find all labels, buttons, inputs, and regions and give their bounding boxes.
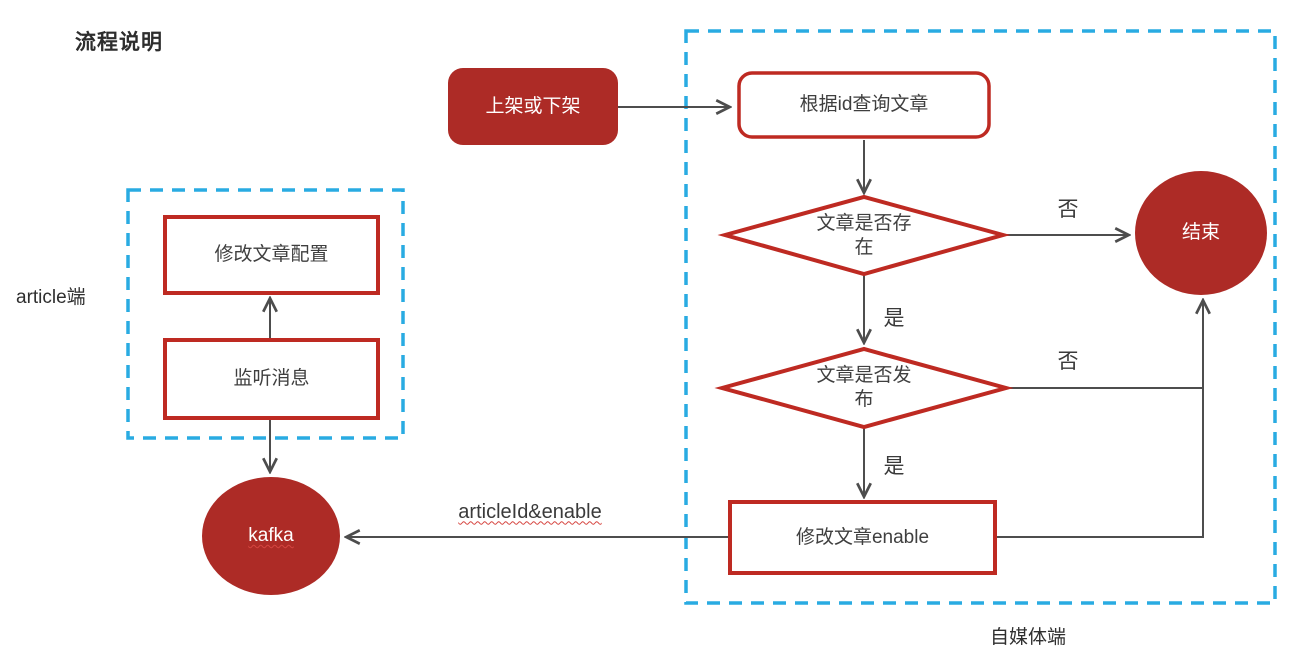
exists-decision-shape [717,194,1011,277]
modify-enable-node-label: 修改文章enable [795,526,930,548]
listen-message-node-label: 监听消息 [233,368,310,390]
published-no-label: 否 [1057,349,1079,373]
query-node-shape [737,71,991,139]
wemedia-group-box [684,29,1277,605]
exists-decision-label: 文章是否存在 [816,212,912,258]
end-node-label: 结束 [1181,222,1220,244]
page-title: 流程说明 [75,31,163,54]
published-yes-label: 是 [883,454,905,478]
start-node-shape [448,68,618,145]
start-node-label: 上架或下架 [485,95,581,117]
modify-config-node-shape [163,215,380,295]
kafka-node-shape [202,477,340,595]
query-node-label: 根据id查询文章 [799,94,929,116]
exists-no-label: 否 [1057,197,1079,221]
edge-published-no-to-end [1003,301,1203,389]
kafka-payload-label: articleId&enable [458,500,602,523]
kafka-node-label: kafka [248,525,294,547]
edge-modify-to-end [995,388,1204,538]
article-group-box [126,188,405,440]
article-group-label: article端 [16,287,86,308]
exists-yes-label: 是 [883,306,905,330]
modify-config-node-label: 修改文章配置 [214,244,329,266]
wemedia-group-label: 自媒体端 [989,627,1066,648]
modify-enable-node-shape [728,500,997,575]
end-node-shape [1135,171,1267,295]
published-decision-label: 文章是否发布 [816,365,912,410]
published-decision-shape [714,346,1014,430]
listen-message-node-shape [163,338,380,420]
